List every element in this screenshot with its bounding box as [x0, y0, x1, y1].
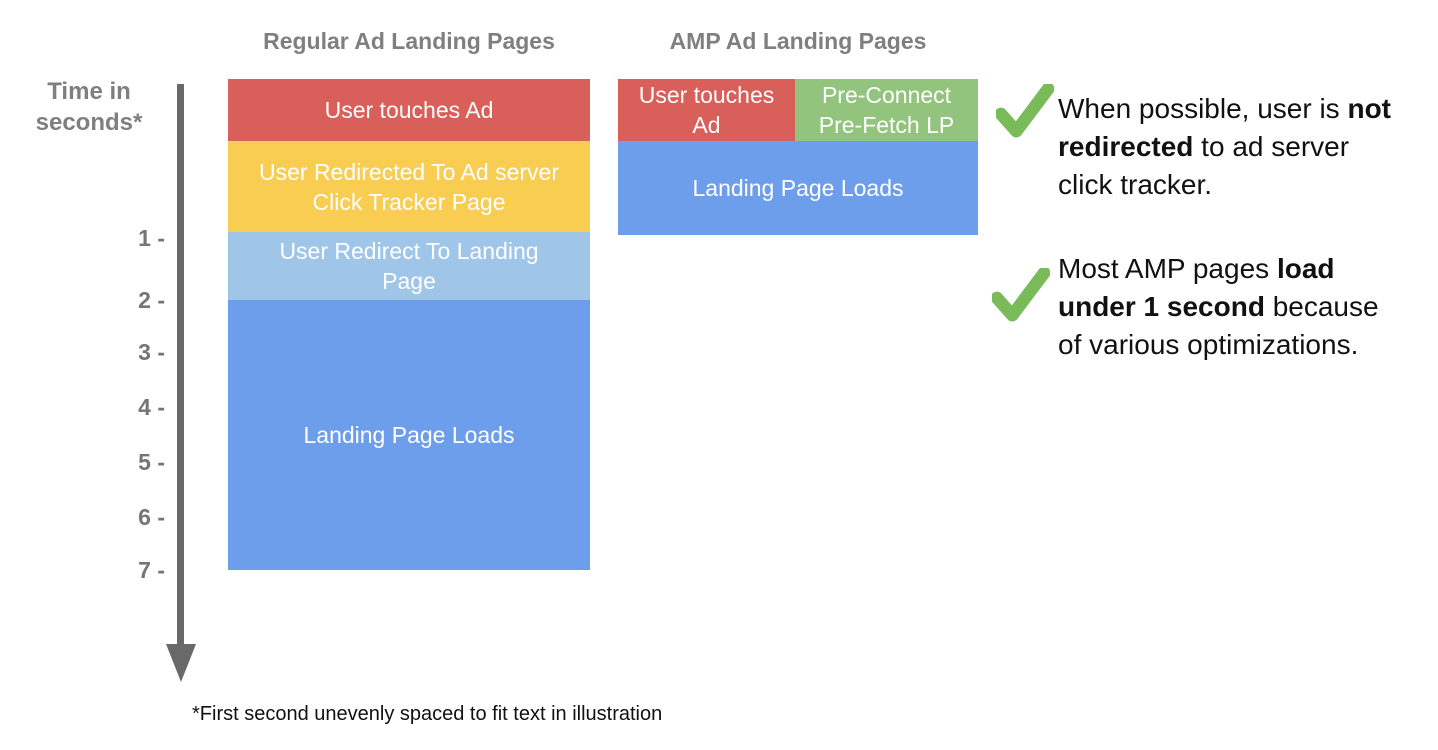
block-amp-user-touches-ad: User touches Ad: [618, 79, 795, 141]
block-label: Landing Page Loads: [303, 422, 515, 448]
note-bold-text: not redirected: [1058, 93, 1391, 162]
axis-tick-6: 6 -: [138, 504, 165, 530]
block-amp-preconnect-prefetch: Pre-Connect Pre-Fetch LP: [795, 79, 978, 141]
block-regular-redirect-click-tracker: User Redirected To Ad server Click Track…: [228, 141, 590, 232]
block-label: Pre-Connect Pre-Fetch LP: [818, 82, 955, 138]
checkmark-icon: [992, 268, 1050, 322]
block-regular-user-touches-ad: User touches Ad: [228, 79, 590, 141]
axis-tick-5: 5 -: [138, 449, 165, 475]
footnote: *First second unevenly spaced to fit tex…: [192, 703, 663, 725]
note-bold-text: load under 1 second: [1058, 253, 1335, 322]
amp-top-row: User touches Ad Pre-Connect Pre-Fetch LP: [618, 79, 978, 141]
note-text: to ad server click tracker.: [1058, 131, 1350, 200]
regular-column-title: Regular Ad Landing Pages: [263, 28, 555, 54]
axis-tick-1: 1 -: [138, 225, 165, 251]
axis-tick-7: 7 -: [138, 557, 165, 583]
block-label: User touches Ad: [324, 97, 494, 123]
block-regular-redirect-landing-page: User Redirect To Landing Page: [228, 232, 590, 300]
block-label: User Redirected To Ad server Click Track…: [259, 158, 559, 215]
amp-column-title: AMP Ad Landing Pages: [669, 28, 927, 54]
axis-tick-2: 2 -: [138, 287, 165, 313]
time-axis-arrow-line: [177, 84, 184, 644]
block-regular-landing-page-loads: Landing Page Loads: [228, 300, 590, 570]
regular-column: User touches Ad User Redirected To Ad se…: [228, 79, 590, 570]
note-load-under-1s: Most AMP pages load under 1 second becau…: [1058, 250, 1400, 364]
block-label: User touches Ad: [638, 82, 775, 138]
axis-tick-4: 4 -: [138, 394, 165, 420]
block-label: Landing Page Loads: [692, 175, 904, 201]
block-amp-landing-page-loads: Landing Page Loads: [618, 141, 978, 235]
checkmark-icon: [996, 84, 1054, 138]
time-axis-label: Time in seconds*: [35, 78, 143, 136]
note-text: When possible, user is: [1058, 93, 1348, 124]
amp-column: User touches Ad Pre-Connect Pre-Fetch LP…: [618, 79, 978, 235]
block-label: User Redirect To Landing Page: [279, 238, 539, 294]
note-no-redirect: When possible, user is not redirected to…: [1058, 90, 1400, 204]
note-text: because of various optimizations.: [1058, 291, 1379, 360]
axis-tick-3: 3 -: [138, 339, 165, 365]
note-text: Most AMP pages: [1058, 253, 1277, 284]
time-axis-arrowhead-icon: [166, 644, 196, 682]
